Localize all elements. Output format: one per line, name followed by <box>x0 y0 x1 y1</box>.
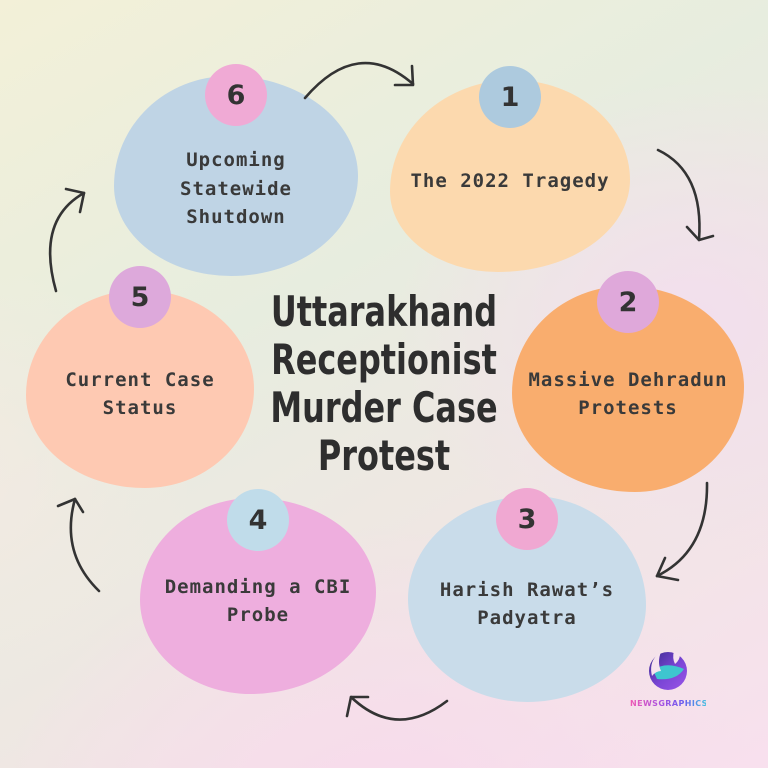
step-label: Current Case Status <box>65 368 215 420</box>
step-label: Harish Rawat’s Padyatra <box>439 578 615 630</box>
title-line: Protest <box>317 431 451 480</box>
title-line: Murder Case <box>270 383 498 432</box>
arrow-5-to-6 <box>48 187 86 293</box>
step-number-badge: 6 <box>205 64 267 126</box>
step-number: 2 <box>618 286 638 318</box>
title-line: Uttarakhand <box>270 287 498 336</box>
title-line: Receptionist <box>271 335 497 384</box>
arrow-1-to-2 <box>656 148 715 242</box>
step-number: 4 <box>248 504 268 536</box>
brand-name: NEWSGRAPHICS <box>630 699 708 708</box>
step-number: 5 <box>130 281 150 313</box>
step-number: 3 <box>517 503 537 535</box>
step-label: Demanding a CBI Probe <box>164 575 352 627</box>
step-number-badge: 4 <box>227 489 289 551</box>
step-node-4: 4 Demanding a CBI Probe <box>140 489 376 694</box>
arrow-4-to-5 <box>56 497 101 593</box>
brand-watermark: NEWSGRAPHICS <box>630 646 708 708</box>
step-label: The 2022 Tragedy <box>410 169 610 192</box>
page-title: Uttarakhand Receptionist Murder Case Pro… <box>92 288 676 480</box>
step-node-6: 6 Upcoming Statewide Shutdown <box>114 64 358 276</box>
step-label: Upcoming Statewide Shutdown <box>180 149 292 229</box>
step-number: 1 <box>500 81 520 113</box>
step-label: Massive Dehradun Protests <box>528 368 728 420</box>
step-number-badge: 1 <box>479 66 541 128</box>
step-number-badge: 5 <box>109 266 171 328</box>
globe-icon <box>649 651 687 690</box>
step-node-3: 3 Harish Rawat’s Padyatra <box>408 488 646 702</box>
step-number-badge: 2 <box>597 271 659 333</box>
step-node-1: 1 The 2022 Tragedy <box>390 66 630 272</box>
step-number-badge: 3 <box>496 488 558 550</box>
step-number: 6 <box>226 79 246 111</box>
step-node-5: 5 Current Case Status <box>26 266 254 488</box>
arrow-2-to-3 <box>655 481 709 582</box>
step-node-2: 2 Massive Dehradun Protests <box>512 271 744 492</box>
